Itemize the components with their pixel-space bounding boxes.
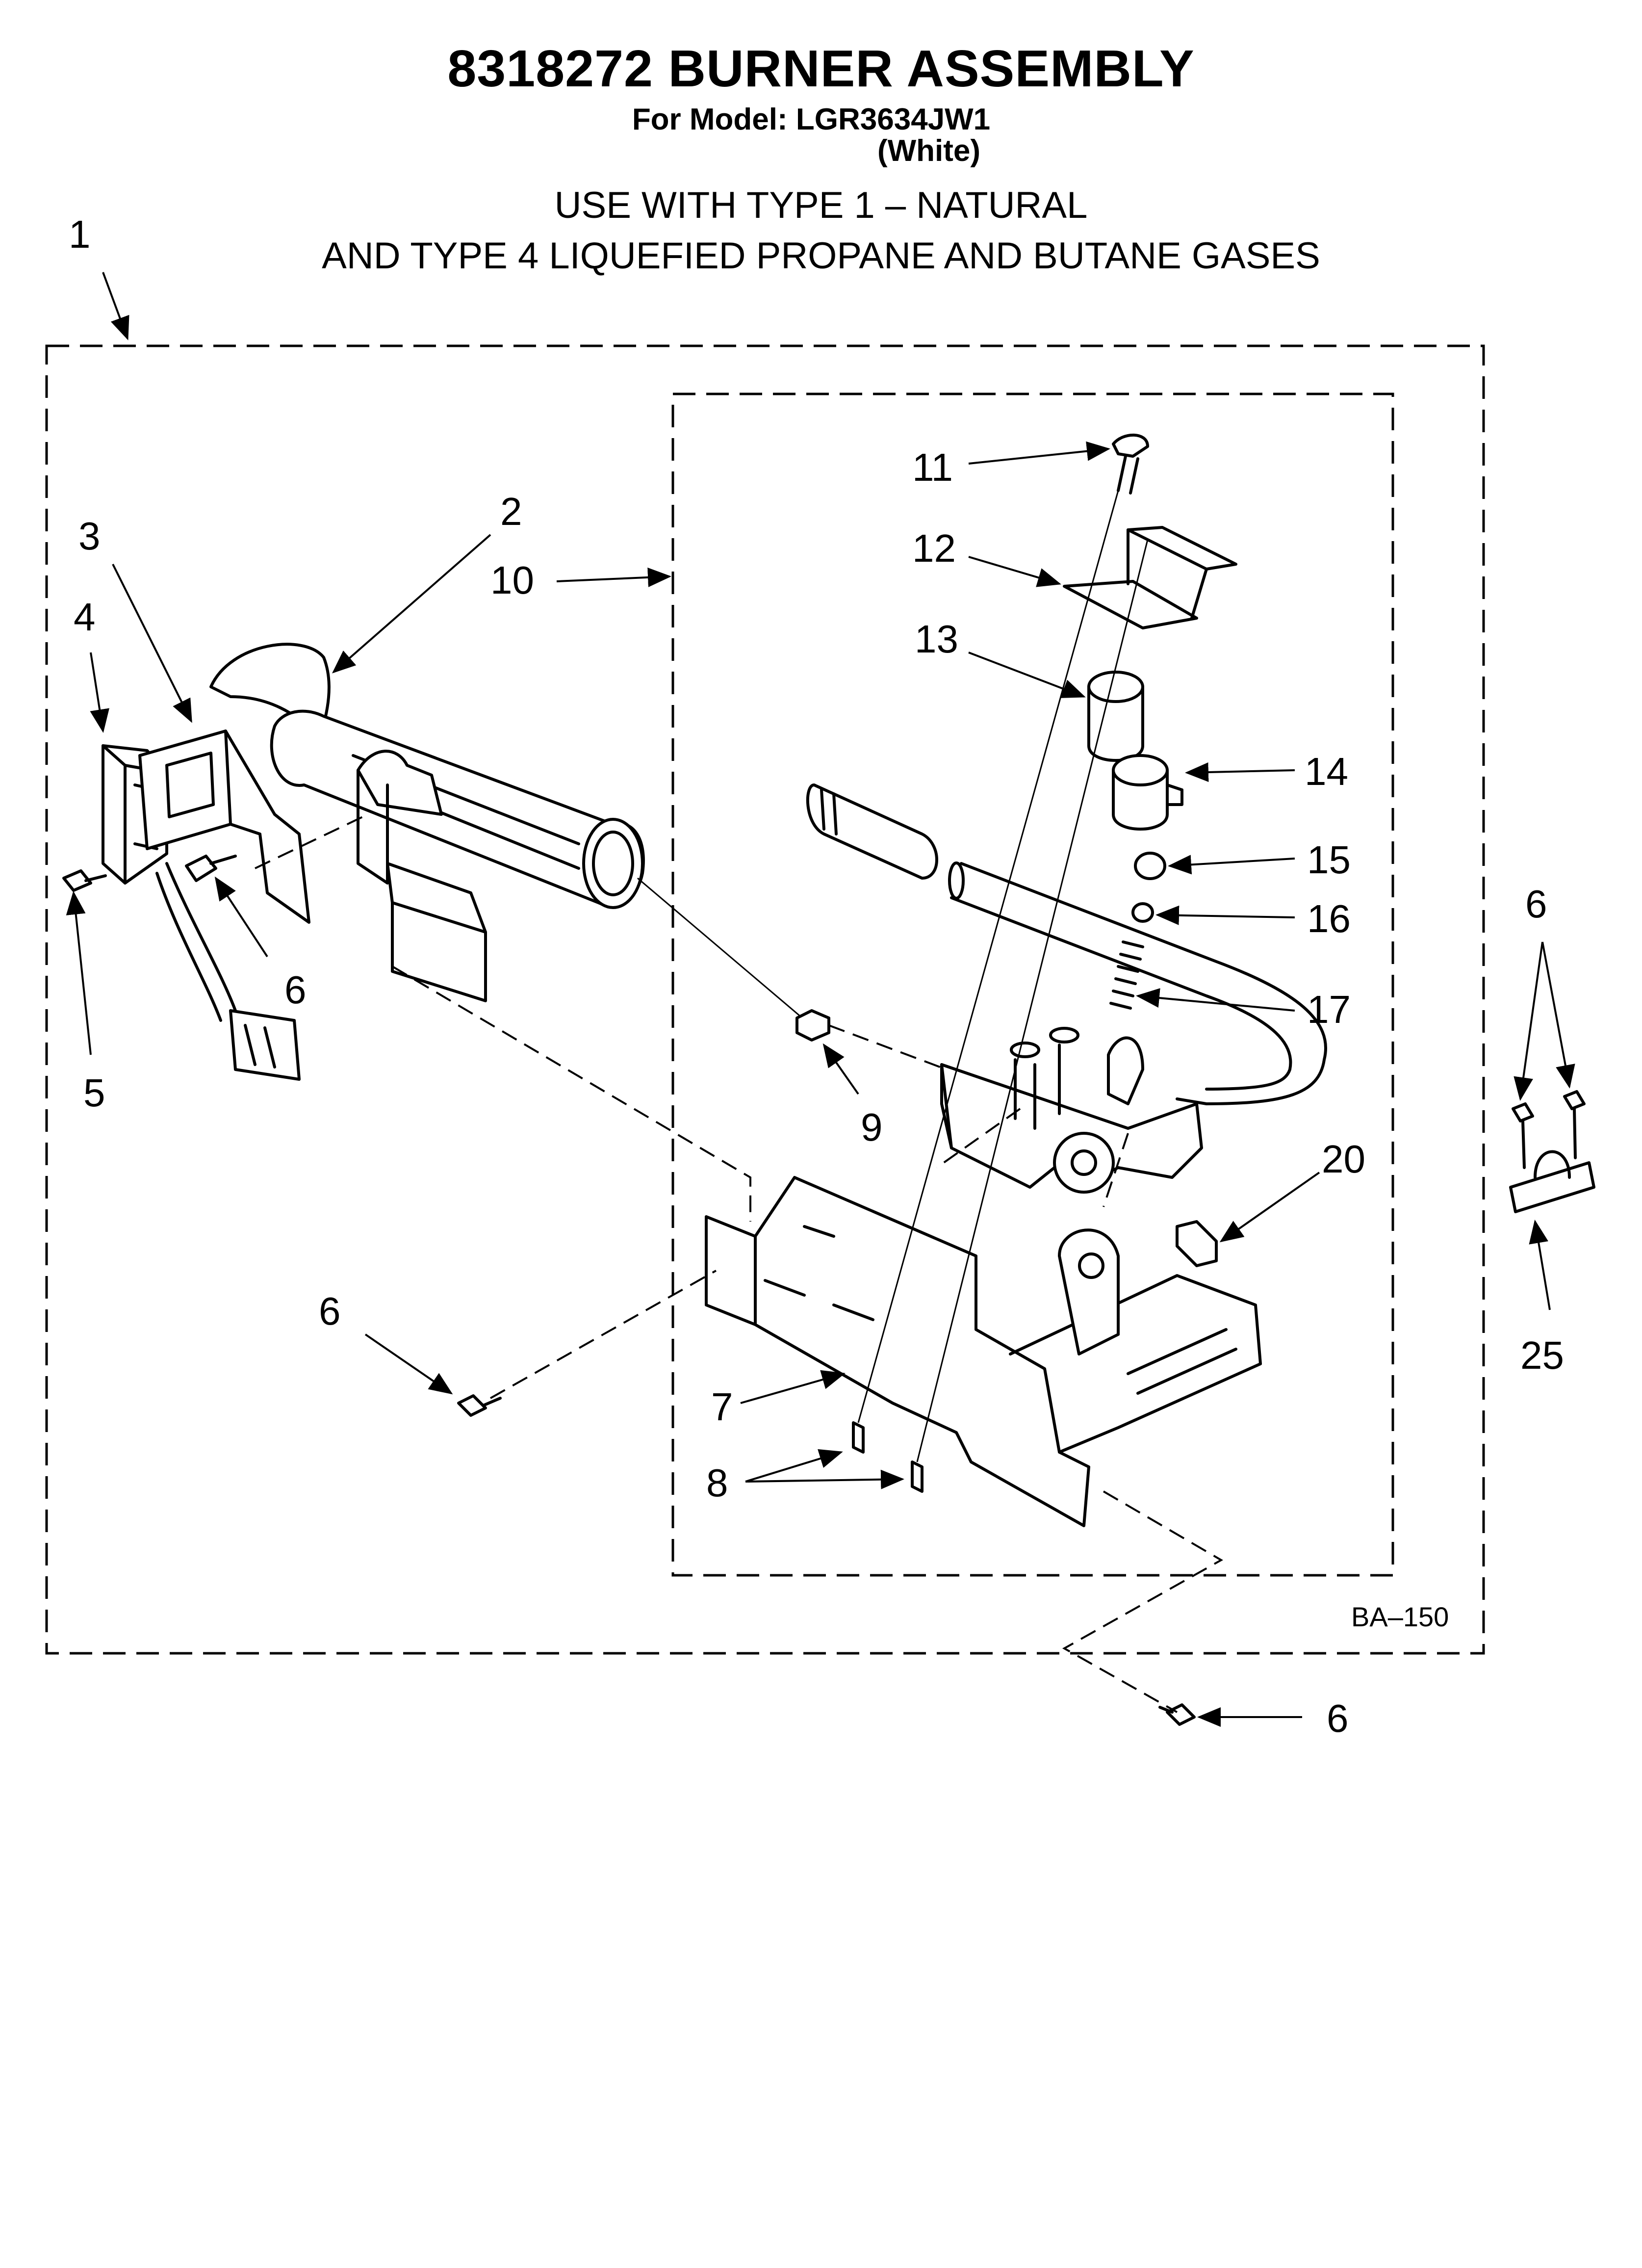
screw-part-5 [62,869,107,892]
leader-4 [90,652,109,733]
leader-6-lower-left [364,1333,453,1395]
callout-17: 17 [1307,988,1351,1031]
screw-part-6-lower-left [457,1394,502,1417]
leader-3 [112,564,192,723]
leader-6-right-a [1514,941,1543,1101]
callout-16: 16 [1307,897,1351,940]
callout-4: 4 [74,595,96,639]
leader-8-a [745,1449,843,1483]
coil-part-14 [1112,754,1183,831]
gas-valve-body [940,1027,1203,1194]
subassembly-boundary [671,392,1394,1577]
screw-part-6-upper [185,855,237,882]
leader-2 [332,534,491,674]
bracket-part-12 [1063,526,1237,629]
burner-bracket-part-7 [705,1176,1262,1527]
plunger-part-16 [1131,902,1154,923]
leader-5 [66,891,92,1055]
igniter-part-20 [1176,1220,1218,1267]
leader-17 [1136,988,1295,1012]
burner-tube-part-2 [209,643,645,1002]
leader-16 [1155,905,1295,925]
leader-6-right-b [1541,941,1575,1089]
leader-12 [968,556,1061,587]
drawing-reference: BA–150 [1351,1601,1449,1632]
leader-25 [1529,1220,1551,1310]
coil-part-13 [1087,671,1144,762]
callout-11: 11 [912,445,953,489]
screw-part-11 [1112,433,1149,495]
spring-part-17 [1109,940,1144,1010]
gas-type-line-2: AND TYPE 4 LIQUEFIED PROPANE AND BUTANE … [322,235,1320,277]
callout-5: 5 [83,1071,105,1115]
color-line: (White) [877,134,981,168]
callout-3: 3 [78,514,101,558]
crossover-tube [806,783,1328,1105]
leader-1 [102,272,129,340]
screw-part-6-bottom [1158,1703,1196,1726]
clamp-part-25 [1509,1090,1595,1213]
callout-12: 12 [912,526,956,570]
callout-25: 25 [1520,1333,1564,1377]
leader-6-upper [214,876,268,958]
bracket-part-3 [138,730,310,924]
callout-2: 2 [500,490,522,533]
callout-7: 7 [711,1385,733,1429]
callout-20: 20 [1322,1137,1365,1181]
callout-15: 15 [1307,838,1351,882]
assembly-boundary [45,344,1485,1655]
leader-15 [1168,855,1295,875]
leader-10 [556,567,671,587]
callout-1: 1 [69,212,91,256]
model-line: For Model: LGR3634JW1 [632,103,991,136]
leader-9 [822,1043,859,1095]
callout-6-upper: 6 [284,968,307,1012]
bracket-part-4 [102,744,301,1081]
gas-type-line-1: USE WITH TYPE 1 – NATURAL [554,184,1088,226]
callout-6-bottom: 6 [1327,1696,1349,1740]
callout-6-lower-left: 6 [319,1289,341,1333]
page-title: 8318272 BURNER ASSEMBLY [447,40,1195,98]
callout-9: 9 [861,1105,883,1149]
callout-6-right: 6 [1525,882,1547,926]
leader-8-b [745,1469,904,1489]
leader-11 [968,441,1110,465]
screws-part-8 [852,1421,924,1493]
callout-10: 10 [490,558,534,602]
callout-13: 13 [915,617,958,661]
leader-13 [968,652,1086,698]
leader-20 [1219,1172,1320,1243]
callout-8: 8 [706,1461,728,1505]
orifice-nut-part-9 [795,1009,830,1042]
leader-7 [740,1370,846,1404]
leader-14 [1185,762,1295,782]
valve-part-15 [1134,852,1166,880]
callout-14: 14 [1305,750,1348,793]
